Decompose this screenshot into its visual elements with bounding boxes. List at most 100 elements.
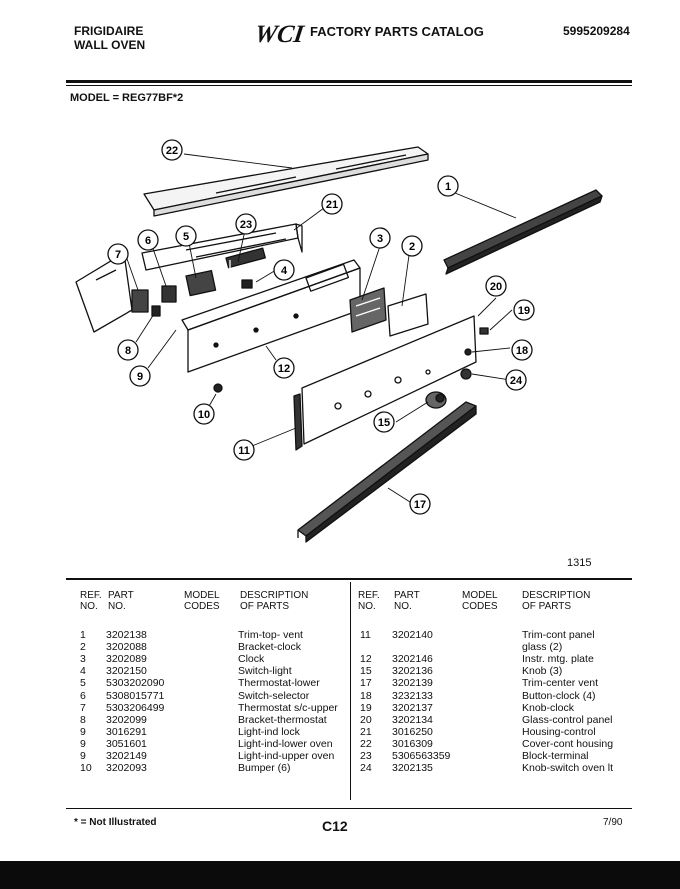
parts-cell-part: 5308015771: [106, 689, 165, 702]
parts-cell-ref: 8: [80, 713, 86, 726]
part-trim-cont-panel: [293, 393, 303, 451]
parts-cell-ref: 23: [360, 750, 372, 762]
parts-cell-part: 3202146: [392, 653, 433, 666]
part-side-panel: [75, 252, 133, 333]
parts-cell-desc: Light-ind-upper oven: [238, 750, 335, 762]
part-trim-center-vent: [297, 401, 477, 543]
parts-cell-ref: 12: [360, 653, 372, 666]
part-bumper: [213, 383, 223, 393]
parts-cell-desc: Glass-control panel: [522, 713, 613, 726]
parts-cell-desc: Bracket-clock: [238, 641, 302, 654]
parts-cell-part: 3202134: [392, 713, 433, 726]
parts-cell-part: 3051601: [106, 737, 147, 750]
parts-cell-ref: 17: [360, 677, 372, 690]
callout-12: 12: [278, 363, 290, 375]
parts-cell-part: 5306563359: [392, 750, 451, 762]
parts-cell-ref: 22: [360, 737, 372, 750]
callout-24: 24: [510, 375, 523, 387]
parts-cell-desc: Light-ind-lower oven: [238, 737, 333, 750]
header-ref-left: REF.NO.: [80, 590, 102, 612]
parts-cell-ref: 9: [80, 737, 86, 750]
parts-cell-part: 3016309: [392, 737, 433, 750]
callout-1: 1: [445, 181, 451, 193]
parts-cell-desc: Housing-control: [522, 725, 596, 738]
callout-17: 17: [414, 499, 426, 511]
scan-edge-band: [0, 861, 680, 889]
page-number: C12: [322, 818, 348, 834]
part-bracket-thermostat: [151, 305, 161, 317]
parts-cell-desc: Cover-cont housing: [522, 737, 614, 750]
parts-cell-desc: Knob-clock: [522, 701, 574, 714]
callout-7: 7: [115, 249, 121, 261]
part-instr-mtg-plate: [181, 259, 361, 373]
parts-cell-part: 3016291: [106, 725, 147, 738]
part-knob-clock: [479, 327, 489, 335]
part-glass-control-panel: [301, 315, 477, 445]
parts-cell-desc: Light-ind lock: [238, 725, 300, 738]
callout-15: 15: [378, 417, 390, 429]
parts-cell-part: 3202088: [106, 641, 147, 654]
parts-cell-ref: 9: [80, 725, 86, 738]
header-brand-block: FRIGIDAIRE WALL OVEN: [74, 24, 145, 52]
part-clock: [349, 287, 387, 333]
part-bracket-clock: [387, 293, 429, 337]
parts-cell-desc: Trim-center vent: [522, 677, 599, 690]
parts-cell-part: 3202099: [106, 713, 147, 726]
parts-cell-desc: Thermostat s/c-upper: [238, 701, 338, 714]
part-block-terminal: [225, 247, 266, 269]
parts-cell-desc: Switch-light: [238, 665, 292, 678]
parts-cell-ref: 20: [360, 713, 372, 726]
part-switch-light: [241, 279, 253, 289]
parts-cell-desc: Block-terminal: [522, 750, 589, 762]
parts-cell-part: 3202093: [106, 762, 147, 775]
parts-cell-ref: 5: [80, 677, 86, 690]
callout-6: 6: [145, 235, 151, 247]
callout-labels: 22 21 1 23 4 5 6 7 8 9 12 3 2 20 19 18 2…: [107, 139, 535, 515]
parts-cell-part: 3202150: [106, 665, 147, 678]
parts-cell-ref: 9: [80, 750, 86, 762]
part-trim-top-vent: [443, 189, 603, 275]
parts-cell-ref: 24: [360, 762, 372, 775]
footer-rule: [66, 808, 632, 809]
callout-4: 4: [281, 265, 288, 277]
parts-cell-part: 3202140: [392, 629, 433, 641]
header-ref-right: REF.NO.: [358, 590, 380, 612]
part-thermostat-lower: [185, 269, 217, 297]
parts-cell-desc: Bumper (6): [238, 762, 291, 775]
parts-cell-ref: 15: [360, 665, 372, 678]
parts-cell-ref: 10: [80, 762, 92, 775]
exploded-parts-diagram: 22 21 1 23 4 5 6 7 8 9 12 3 2 20 19 18 2…: [75, 139, 603, 543]
parts-cell-desc: Trim-cont panel: [522, 629, 595, 641]
svg-text:WCI: WCI: [256, 21, 306, 46]
parts-cell-part: 3202137: [392, 701, 433, 714]
header-rule-thin: [66, 85, 632, 86]
part-cover-cont-housing: [143, 146, 429, 217]
parts-cell-desc: Bracket-thermostat: [238, 713, 327, 726]
table-top-rule: [66, 578, 632, 580]
header-rule: [66, 80, 632, 83]
parts-cell-part: 3232133: [392, 689, 433, 702]
parts-cell-ref: 19: [360, 701, 372, 714]
parts-cell-part: 3202138: [106, 629, 147, 641]
part-knob-switch: [460, 368, 472, 380]
parts-cell-part: 3016250: [392, 725, 433, 738]
table-center-divider: [350, 582, 351, 800]
callout-21: 21: [326, 199, 338, 211]
part-button-clock: [464, 348, 472, 356]
callout-23: 23: [240, 219, 252, 231]
callout-5: 5: [183, 231, 189, 243]
parts-cell-desc: Thermostat-lower: [238, 677, 320, 690]
footnote: * = Not Illustrated: [74, 817, 157, 828]
callout-20: 20: [490, 281, 502, 293]
part-thermostat-upper: [131, 289, 149, 313]
part-switch-selector: [161, 285, 177, 303]
parts-cell-part: 3202136: [392, 665, 433, 678]
parts-cell-ref: 3: [80, 653, 86, 666]
figure-number: 1315: [567, 557, 592, 569]
parts-cell-part: 5303206499: [106, 701, 165, 714]
